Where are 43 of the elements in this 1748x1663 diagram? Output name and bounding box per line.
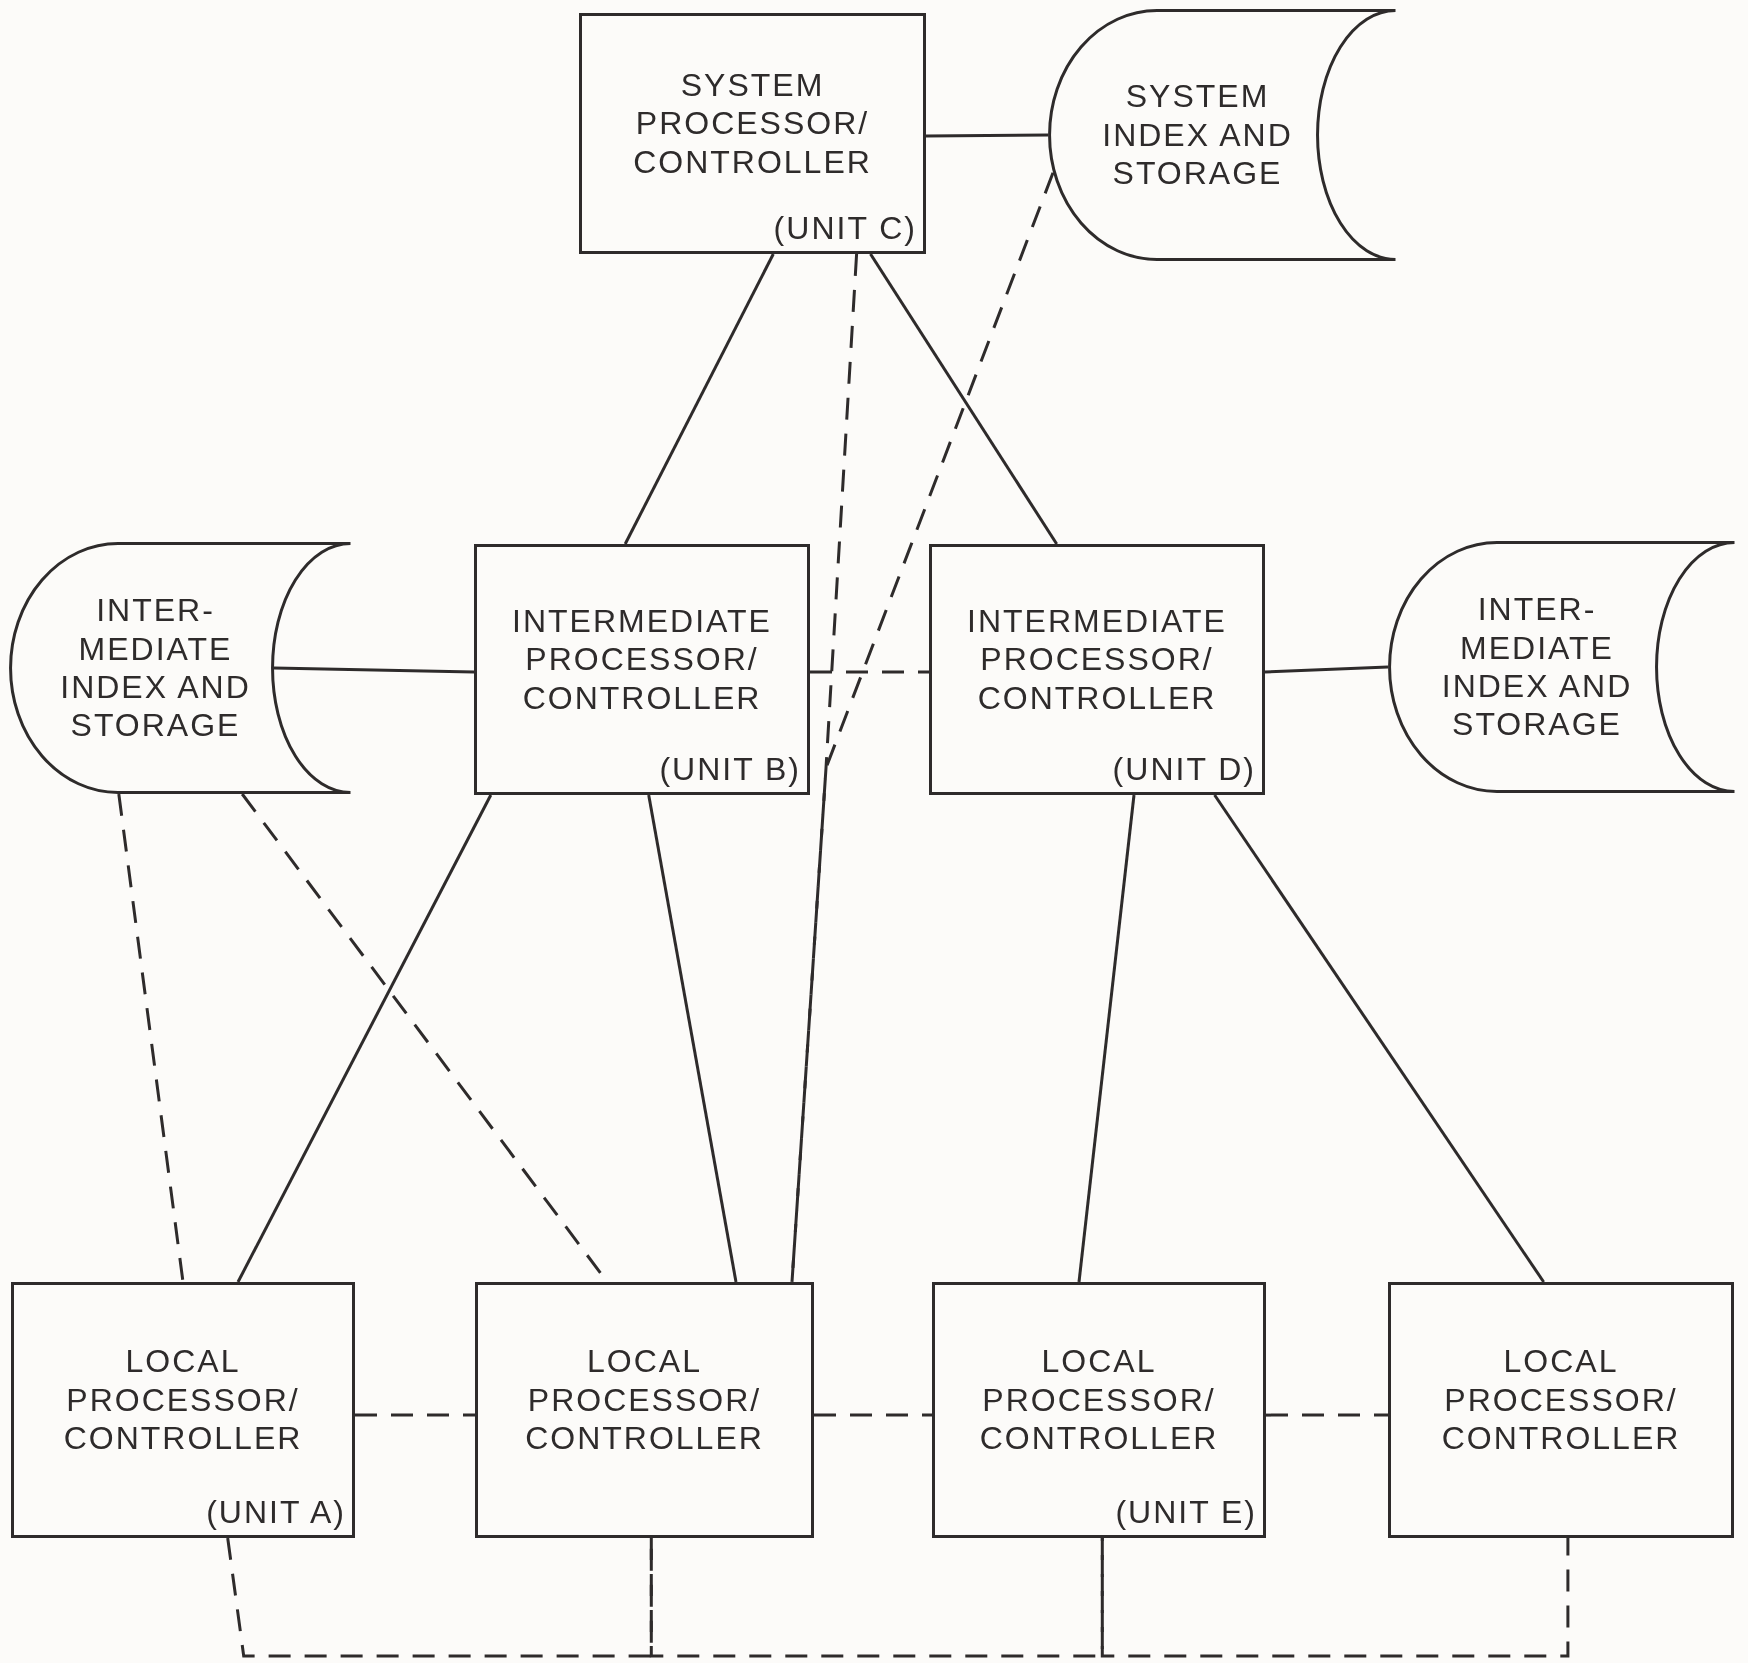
connector-line [1264,665,1389,674]
dashed-connector [649,1538,1104,1658]
connector-line [623,253,775,545]
dashed-connector [226,1537,653,1658]
unit-label: (UNIT C) [773,208,917,247]
unit-label: (UNIT E) [1115,1492,1257,1531]
processor-box [1388,1282,1734,1538]
node-label: LOCAL PROCESSOR/ CONTROLLER [62,1342,304,1458]
node-label: LOCAL PROCESSOR/ CONTROLLER [1440,1342,1682,1458]
node-label: SYSTEM INDEX AND STORAGE [1101,77,1294,193]
node-label: LOCAL PROCESSOR/ CONTROLLER [978,1342,1220,1458]
processor-box [475,1282,814,1538]
node-label: INTERMEDIATE PROCESSOR/ CONTROLLER [966,601,1228,718]
connector-line [1213,794,1545,1283]
processor-box [11,1282,355,1538]
dashed-connector [355,1413,475,1417]
node-label: INTERMEDIATE PROCESSOR/ CONTROLLER [511,601,773,718]
node-label: LOCAL PROCESSOR/ CONTROLLER [524,1342,765,1458]
dashed-connector [810,670,929,674]
storage-shape [1048,9,1397,261]
unit-label: (UNIT B) [659,749,801,788]
connector-line [1077,794,1136,1283]
dashed-connector [117,793,185,1283]
connector-line [869,253,1058,545]
node-label: INTER- MEDIATE INDEX AND STORAGE [1440,590,1634,744]
unit-label: (UNIT D) [1112,749,1256,788]
connector-line [926,133,1048,138]
dashed-connector [1100,1538,1570,1658]
processor-box [474,544,810,795]
dashed-connector [814,1413,932,1417]
storage-shape [9,542,352,794]
connector-line [236,794,493,1283]
node-label: INTER- MEDIATE INDEX AND STORAGE [59,591,252,745]
unit-label: (UNIT A) [206,1492,346,1531]
dashed-connector [1266,1413,1388,1417]
connector-line [647,794,738,1283]
processor-box [932,1282,1266,1538]
node-label: SYSTEM PROCESSOR/ CONTROLLER [632,65,873,182]
storage-shape [1388,541,1736,793]
processor-box [929,544,1265,795]
processor-box [579,13,926,254]
dashed-connector [790,253,859,1283]
connector-line [273,666,475,674]
